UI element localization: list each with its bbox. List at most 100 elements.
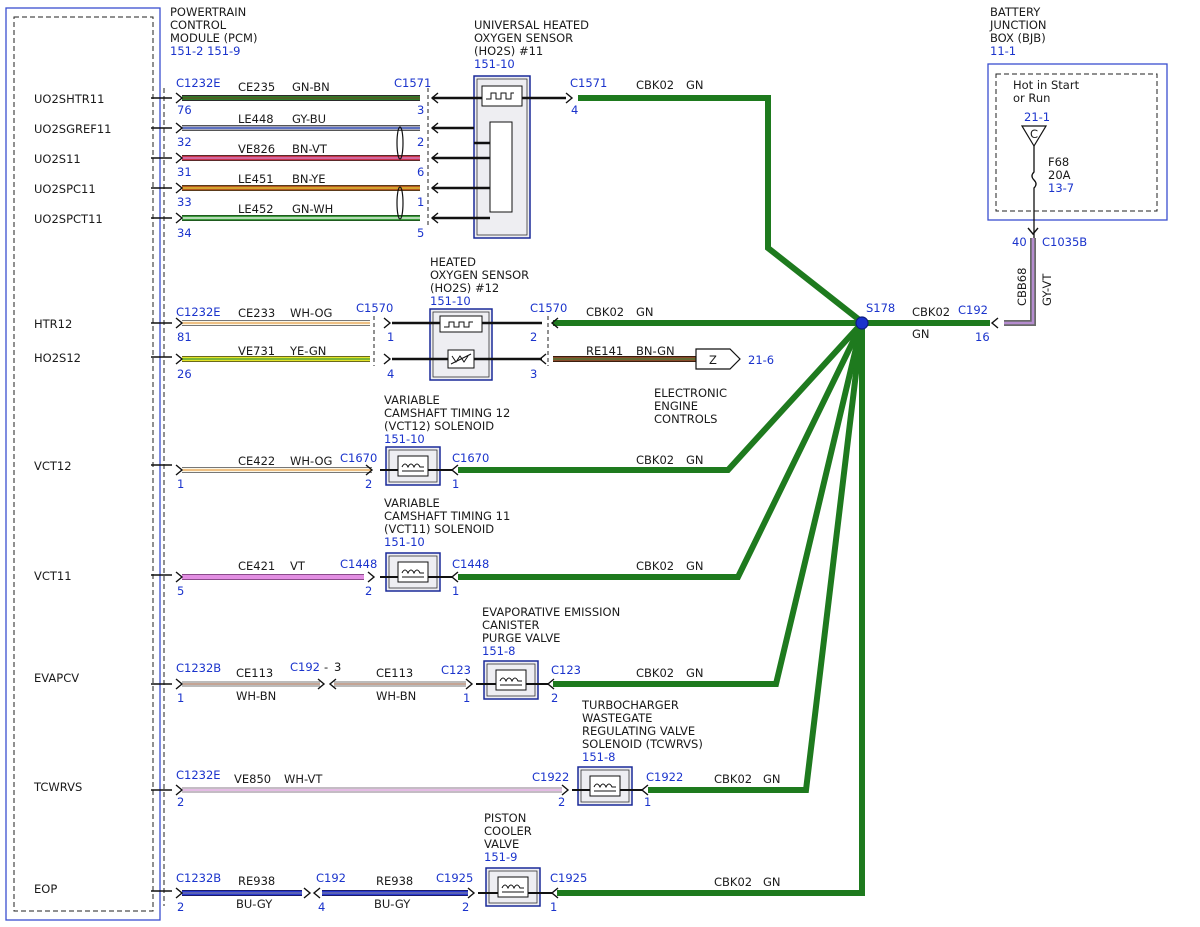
pcm-pin-tcwrvs: TCWRVS <box>33 780 82 794</box>
c1232e-label-htr12: C1232E <box>176 305 221 319</box>
vct12-ground-pin: 1 <box>452 477 459 491</box>
splice-label: S178 <box>866 301 895 315</box>
bjb-feed-wire <box>1004 238 1036 326</box>
pcm-ref: 151-2 151-9 <box>170 44 241 58</box>
pcv-ground-color: GN <box>763 875 781 889</box>
c1448-label-left: C1448 <box>340 557 377 571</box>
splice-out-pin: 16 <box>975 330 990 344</box>
eec-title-2: ENGINE <box>654 399 698 413</box>
w11-color: WH-VT <box>284 772 323 786</box>
pcv-title-3: VALVE <box>484 837 519 851</box>
c1232e-label-tcwrvs: C1232E <box>176 768 221 782</box>
c1570-label-right: C1570 <box>530 301 567 315</box>
pcm-pin-vct12: VCT12 <box>34 459 72 473</box>
bjb-title-1: BATTERY <box>990 5 1041 19</box>
w1-circuit: CE235 <box>238 80 275 94</box>
pcm-pin-eop: EOP <box>34 882 57 896</box>
w12-conn-pin: 2 <box>462 900 469 914</box>
c1925-label-left: C1925 <box>436 871 473 885</box>
pcv-ground-pin: 1 <box>550 900 557 914</box>
splice-out-connector: C192 <box>958 303 988 317</box>
bjb-title-2: JUNCTION <box>989 18 1047 32</box>
pcm-pin-uo2sgref11: UO2SGREF11 <box>34 122 112 136</box>
eec-title-3: CONTROLS <box>654 412 717 426</box>
evap-ground-color: GN <box>686 666 704 680</box>
c1670-label-right: C1670 <box>452 451 489 465</box>
ho2s11-sensor: UNIVERSAL HEATED OXYGEN SENSOR (HO2S) #1… <box>432 18 589 239</box>
w2-pcm-pin: 32 <box>177 135 192 149</box>
w8-pcm-pin: 1 <box>177 477 184 491</box>
evap-ref: 151-8 <box>482 644 515 658</box>
w8-circuit: CE422 <box>238 454 275 468</box>
fuse-icon <box>1031 146 1037 238</box>
w9-color: VT <box>290 559 306 573</box>
bjb-fuse: F68 <box>1048 155 1069 169</box>
ho2s12-title-3: (HO2S) #12 <box>430 281 499 295</box>
vct11-title-3: (VCT11) SOLENOID <box>384 522 494 536</box>
ho2s12-ground-color: GN <box>636 305 654 319</box>
splice-out-circuit: CBK02 <box>912 305 950 319</box>
w3-circuit: VE826 <box>238 142 275 156</box>
pcm-module: POWERTRAIN CONTROL MODULE (PCM) 151-2 15… <box>5 5 257 921</box>
w12-color-1: BU-GY <box>236 897 273 911</box>
tcwrvs-ground-pin: 1 <box>644 795 651 809</box>
w7-color: YE-GN <box>289 344 326 358</box>
pcm-title-1: POWERTRAIN <box>170 5 246 19</box>
c123-label-right: C123 <box>551 663 581 677</box>
pcm-title-2: CONTROL <box>170 18 227 32</box>
c192-connector-arrow <box>990 317 999 329</box>
vct11-ref: 151-10 <box>384 535 425 549</box>
eec-offpage-connector-icon <box>695 348 741 370</box>
ho2s12-ground-circuit: CBK02 <box>586 305 624 319</box>
w8-color: WH-OG <box>290 454 332 468</box>
tcwrvs-ground-color: GN <box>763 772 781 786</box>
c1925-label-right: C1925 <box>550 871 587 885</box>
w9-conn-pin: 2 <box>365 584 372 598</box>
tcwrvs-title-2: WASTEGATE <box>582 711 652 725</box>
bjb-bus-letter: C <box>1030 127 1038 141</box>
tcwrvs-title-4: SOLENOID (TCWRVS) <box>582 737 703 751</box>
c1922-label-right: C1922 <box>646 770 683 784</box>
pcm-pin-evapcv: EVAPCV <box>34 671 79 685</box>
pcm-pin-uo2spc11: UO2SPC11 <box>34 182 96 196</box>
pcv-ground-circuit: CBK02 <box>714 875 752 889</box>
w11-conn-pin: 2 <box>558 795 565 809</box>
c1232b-label-evap: C1232B <box>176 661 221 675</box>
evap-title-1: EVAPORATIVE EMISSION <box>482 605 620 619</box>
pcm-title-3: MODULE (PCM) <box>170 31 257 45</box>
vct11-ground-color: GN <box>686 559 704 573</box>
w10-color-1: WH-BN <box>236 689 276 703</box>
w4-color: BN-YE <box>292 172 326 186</box>
pcv-title-1: PISTON <box>484 811 526 825</box>
evap-title-2: CANISTER <box>482 618 539 632</box>
tcwrvs-ref: 151-8 <box>582 750 615 764</box>
vct11-ground-circuit: CBK02 <box>636 559 674 573</box>
w3-pcm-pin: 31 <box>177 165 192 179</box>
w5-color: GN-WH <box>292 202 333 216</box>
vct12-title-3: (VCT12) SOLENOID <box>384 419 494 433</box>
w6-circuit: CE233 <box>238 306 275 320</box>
bjb-hot-2: or Run <box>1013 91 1050 105</box>
tcwrvs-title-1: TURBOCHARGER <box>581 698 679 712</box>
eec-title-1: ELECTRONIC <box>654 386 727 400</box>
tcwrvs-ground-circuit: CBK02 <box>714 772 752 786</box>
ho2s12-title-2: OXYGEN SENSOR <box>430 268 529 282</box>
re141-conn-pin: 3 <box>530 367 537 381</box>
c1232e-label-top: C1232E <box>176 76 221 90</box>
w2-color: GY-BU <box>292 112 326 126</box>
pcm-pin-uo2spct11: UO2SPCT11 <box>34 212 103 226</box>
c1232b-label-eop: C1232B <box>176 871 221 885</box>
c192-label-evap: C192 <box>290 660 320 674</box>
vct11-title-2: CAMSHAFT TIMING 11 <box>384 509 510 523</box>
ground-circuit-cbk02 <box>458 95 990 896</box>
w12-c192-pin: 4 <box>318 900 325 914</box>
c192-dash: - <box>324 660 328 674</box>
vct12-title-1: VARIABLE <box>384 393 440 407</box>
evap-ground-pin: 2 <box>551 691 558 705</box>
w6-conn-pin: 1 <box>387 330 394 344</box>
ho2s11-ground-circuit: CBK02 <box>636 78 674 92</box>
pcm-pin-uo2shtr11: UO2SHTR11 <box>34 92 104 106</box>
w7-pcm-pin: 26 <box>177 367 192 381</box>
splice-out-color: GN <box>912 327 930 341</box>
